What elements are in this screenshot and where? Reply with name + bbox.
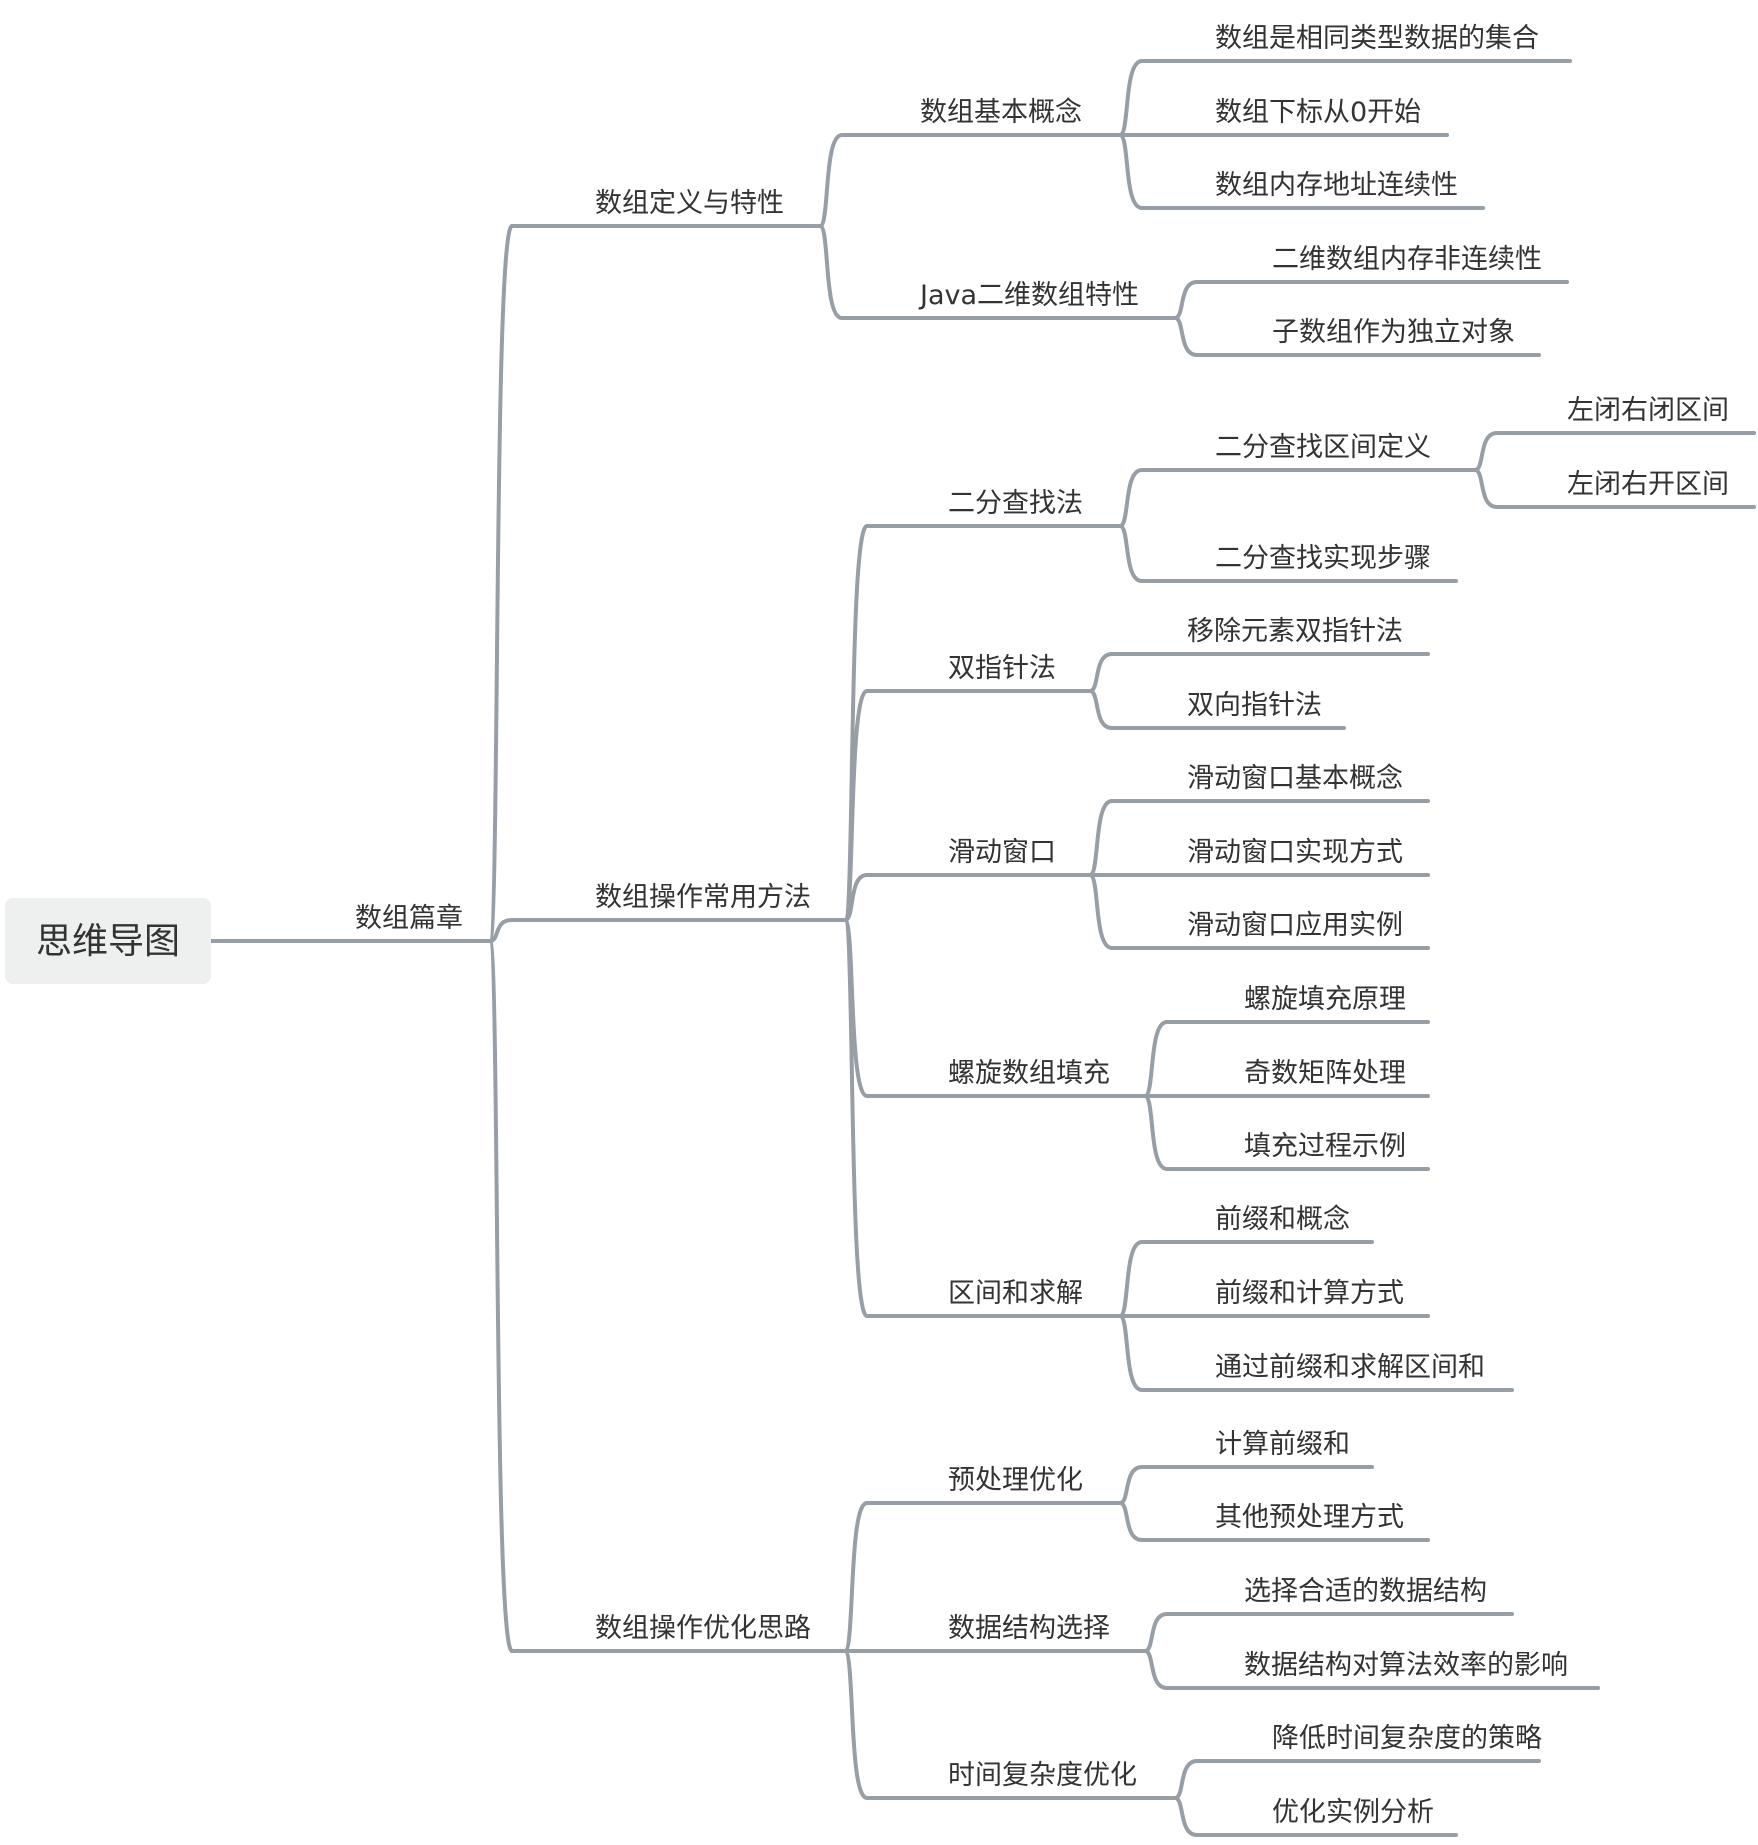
topic-label-1-2-0[interactable]: 滑动窗口基本概念 — [1187, 763, 1403, 794]
topic-label-0[interactable]: 数组定义与特性 — [595, 188, 784, 219]
topic-label-0-1-1[interactable]: 子数组作为独立对象 — [1272, 317, 1515, 348]
topic-label-1-2[interactable]: 滑动窗口 — [948, 837, 1056, 868]
topic-label-2-0-1[interactable]: 其他预处理方式 — [1215, 1502, 1404, 1533]
branch-curve-0-1-0 — [1173, 280, 1199, 320]
topic-label-1-1-0[interactable]: 移除元素双指针法 — [1187, 616, 1403, 647]
branch-curve-2-0 — [843, 1501, 869, 1653]
branch-curve-1-0-0-1 — [1473, 468, 1499, 509]
branch-curve-1 — [488, 918, 514, 943]
branch-curve-1-3-0 — [1143, 1020, 1169, 1098]
topic-label-1-0-0[interactable]: 二分查找区间定义 — [1215, 432, 1431, 463]
branch-curve-1-0-0-0 — [1473, 431, 1499, 472]
root-node-box — [5, 898, 211, 984]
topic-label-2-2-1[interactable]: 优化实例分析 — [1272, 1797, 1434, 1828]
branch-curve-2-2 — [843, 1649, 869, 1800]
topic-label-1-3-0[interactable]: 螺旋填充原理 — [1244, 984, 1406, 1015]
branch-curve-1-1 — [843, 689, 869, 922]
topic-label-1-0[interactable]: 二分查找法 — [948, 488, 1083, 519]
topic-label-2-2[interactable]: 时间复杂度优化 — [948, 1760, 1137, 1791]
branch-curve-0 — [488, 224, 514, 943]
branch-curve-1-2 — [843, 873, 869, 922]
topic-label-m[interactable]: 数组篇章 — [355, 903, 463, 934]
topic-label-2-2-0[interactable]: 降低时间复杂度的策略 — [1272, 1723, 1542, 1754]
branch-curve-1-4-0 — [1118, 1240, 1144, 1318]
branch-curve-0-1-1 — [1173, 316, 1199, 357]
topic-label-2-1-0[interactable]: 选择合适的数据结构 — [1244, 1576, 1487, 1607]
topic-label-1-0-0-0[interactable]: 左闭右闭区间 — [1567, 395, 1729, 426]
branch-curve-0-0-0 — [1118, 59, 1144, 137]
root-node[interactable]: 思维导图 — [5, 898, 211, 984]
branch-curve-2-2-0 — [1173, 1759, 1199, 1800]
branch-curve-0-0 — [818, 133, 844, 228]
topic-label-1-2-1[interactable]: 滑动窗口实现方式 — [1187, 837, 1403, 868]
branch-curve-0-0-2 — [1118, 133, 1144, 210]
branch-curve-2 — [488, 939, 514, 1653]
topic-label-0-0-1[interactable]: 数组下标从0开始 — [1215, 97, 1421, 128]
topic-label-2-1-1[interactable]: 数据结构对算法效率的影响 — [1244, 1650, 1568, 1681]
branch-curve-2-0-0 — [1118, 1465, 1144, 1505]
branch-curve-1-2-0 — [1088, 799, 1114, 877]
topic-label-1-1-1[interactable]: 双向指针法 — [1187, 690, 1322, 721]
topic-label-0-0-2[interactable]: 数组内存地址连续性 — [1215, 170, 1458, 201]
branch-curve-1-1-1 — [1088, 689, 1114, 730]
topic-label-1-2-2[interactable]: 滑动窗口应用实例 — [1187, 910, 1403, 941]
topic-label-1-3-2[interactable]: 填充过程示例 — [1244, 1131, 1406, 1162]
branch-curve-2-1-0 — [1143, 1612, 1169, 1653]
branch-curve-1-3-2 — [1143, 1094, 1169, 1171]
topic-label-2-0-0[interactable]: 计算前缀和 — [1215, 1429, 1350, 1460]
topic-label-0-1-0[interactable]: 二维数组内存非连续性 — [1272, 244, 1542, 275]
topic-label-1-0-1[interactable]: 二分查找实现步骤 — [1215, 543, 1431, 574]
topic-label-1-1[interactable]: 双指针法 — [948, 653, 1056, 684]
branch-curve-0-1 — [818, 224, 844, 320]
topic-label-0-0[interactable]: 数组基本概念 — [920, 97, 1082, 128]
topic-label-0-1[interactable]: Java二维数组特性 — [918, 280, 1139, 311]
branch-curve-2-1-1 — [1143, 1649, 1169, 1690]
branch-lines — [209, 59, 1756, 1837]
topic-label-1-4-1[interactable]: 前缀和计算方式 — [1215, 1278, 1404, 1309]
root-node-label: 思维导图 — [36, 921, 180, 962]
topic-label-1-4-2[interactable]: 通过前缀和求解区间和 — [1215, 1352, 1485, 1383]
topic-label-1-4-0[interactable]: 前缀和概念 — [1215, 1204, 1350, 1235]
topic-label-1-3-1[interactable]: 奇数矩阵处理 — [1244, 1058, 1406, 1089]
branch-curve-1-0-1 — [1118, 524, 1144, 583]
topic-label-2-0[interactable]: 预处理优化 — [948, 1465, 1083, 1496]
topic-label-1-0-0-1[interactable]: 左闭右开区间 — [1567, 469, 1729, 500]
branch-curve-1-0-0 — [1118, 468, 1144, 528]
topic-label-1-3[interactable]: 螺旋数组填充 — [948, 1058, 1110, 1089]
branch-curve-1-4-2 — [1118, 1314, 1144, 1392]
branch-curve-2-0-1 — [1118, 1501, 1144, 1542]
topic-label-2-1[interactable]: 数据结构选择 — [948, 1613, 1110, 1644]
topic-label-2[interactable]: 数组操作优化思路 — [595, 1613, 811, 1644]
branch-curve-1-4 — [843, 918, 869, 1318]
topic-nodes: 数组篇章 数组定义与特性 数组基本概念 数组是相同类型数据的集合数组下标从0开始数组内… — [355, 23, 1729, 1828]
topic-label-1[interactable]: 数组操作常用方法 — [595, 882, 811, 913]
branch-curve-1-1-0 — [1088, 652, 1114, 693]
branch-curve-2-2-1 — [1173, 1796, 1199, 1837]
topic-label-1-4[interactable]: 区间和求解 — [948, 1278, 1083, 1309]
topic-label-0-0-0[interactable]: 数组是相同类型数据的集合 — [1215, 23, 1539, 54]
branch-curve-1-2-2 — [1088, 873, 1114, 950]
